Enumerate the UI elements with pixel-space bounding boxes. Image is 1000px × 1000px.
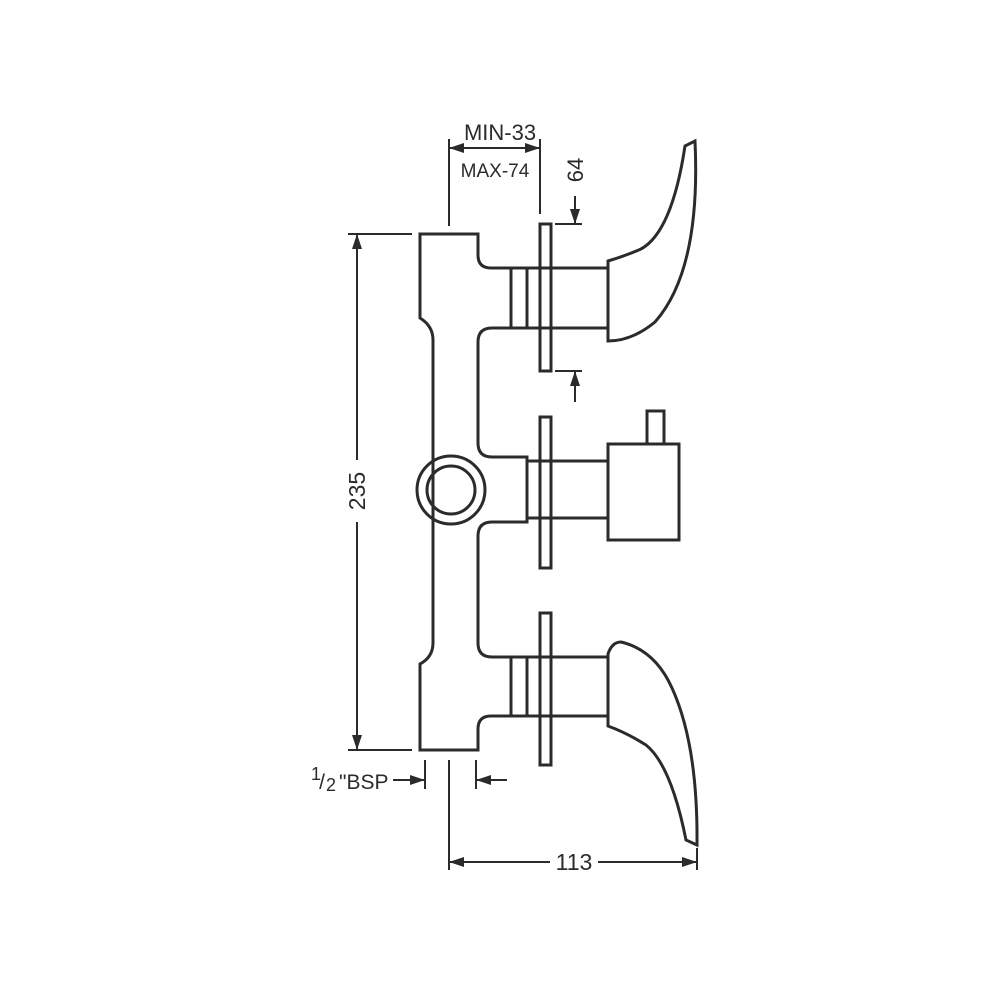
height-arrow-top — [352, 234, 362, 249]
thread-fraction-slash: / — [319, 771, 325, 794]
thread-unit-label: "BSP — [339, 771, 388, 794]
max-depth-label: MAX-74 — [461, 161, 530, 182]
height-label: 235 — [344, 472, 370, 510]
depth-arrow-left — [449, 857, 464, 867]
bottom-lever-handle — [606, 640, 699, 848]
plate-offset-arrow-top — [570, 209, 580, 224]
top-cover-plate — [538, 222, 553, 373]
outlet-port-inner-ring — [425, 464, 477, 516]
plate-offset-label: 64 — [563, 158, 588, 182]
thread-fraction-denominator: 2 — [326, 775, 336, 795]
plate-offset-arrow-bottom — [570, 371, 580, 386]
depth-range-arrow-left — [449, 143, 464, 153]
min-depth-label: MIN-33 — [464, 120, 536, 145]
valve-body-outline — [418, 232, 529, 752]
top-lever-handle — [606, 138, 698, 343]
outlet-port-outer-ring — [415, 454, 487, 526]
depth-range-arrow-right — [525, 143, 540, 153]
thread-arrow-right — [476, 775, 491, 785]
diverter-knob-pin — [645, 409, 666, 446]
thread-fraction-numerator: 1 — [311, 764, 321, 784]
depth-label: 113 — [556, 849, 593, 875]
diverter-knob-body — [606, 442, 681, 542]
depth-arrow-right — [682, 857, 697, 867]
bottom-cover-plate — [538, 611, 553, 767]
middle-cover-plate — [538, 415, 553, 570]
thread-arrow-left — [410, 775, 425, 785]
height-arrow-bottom — [352, 735, 362, 750]
